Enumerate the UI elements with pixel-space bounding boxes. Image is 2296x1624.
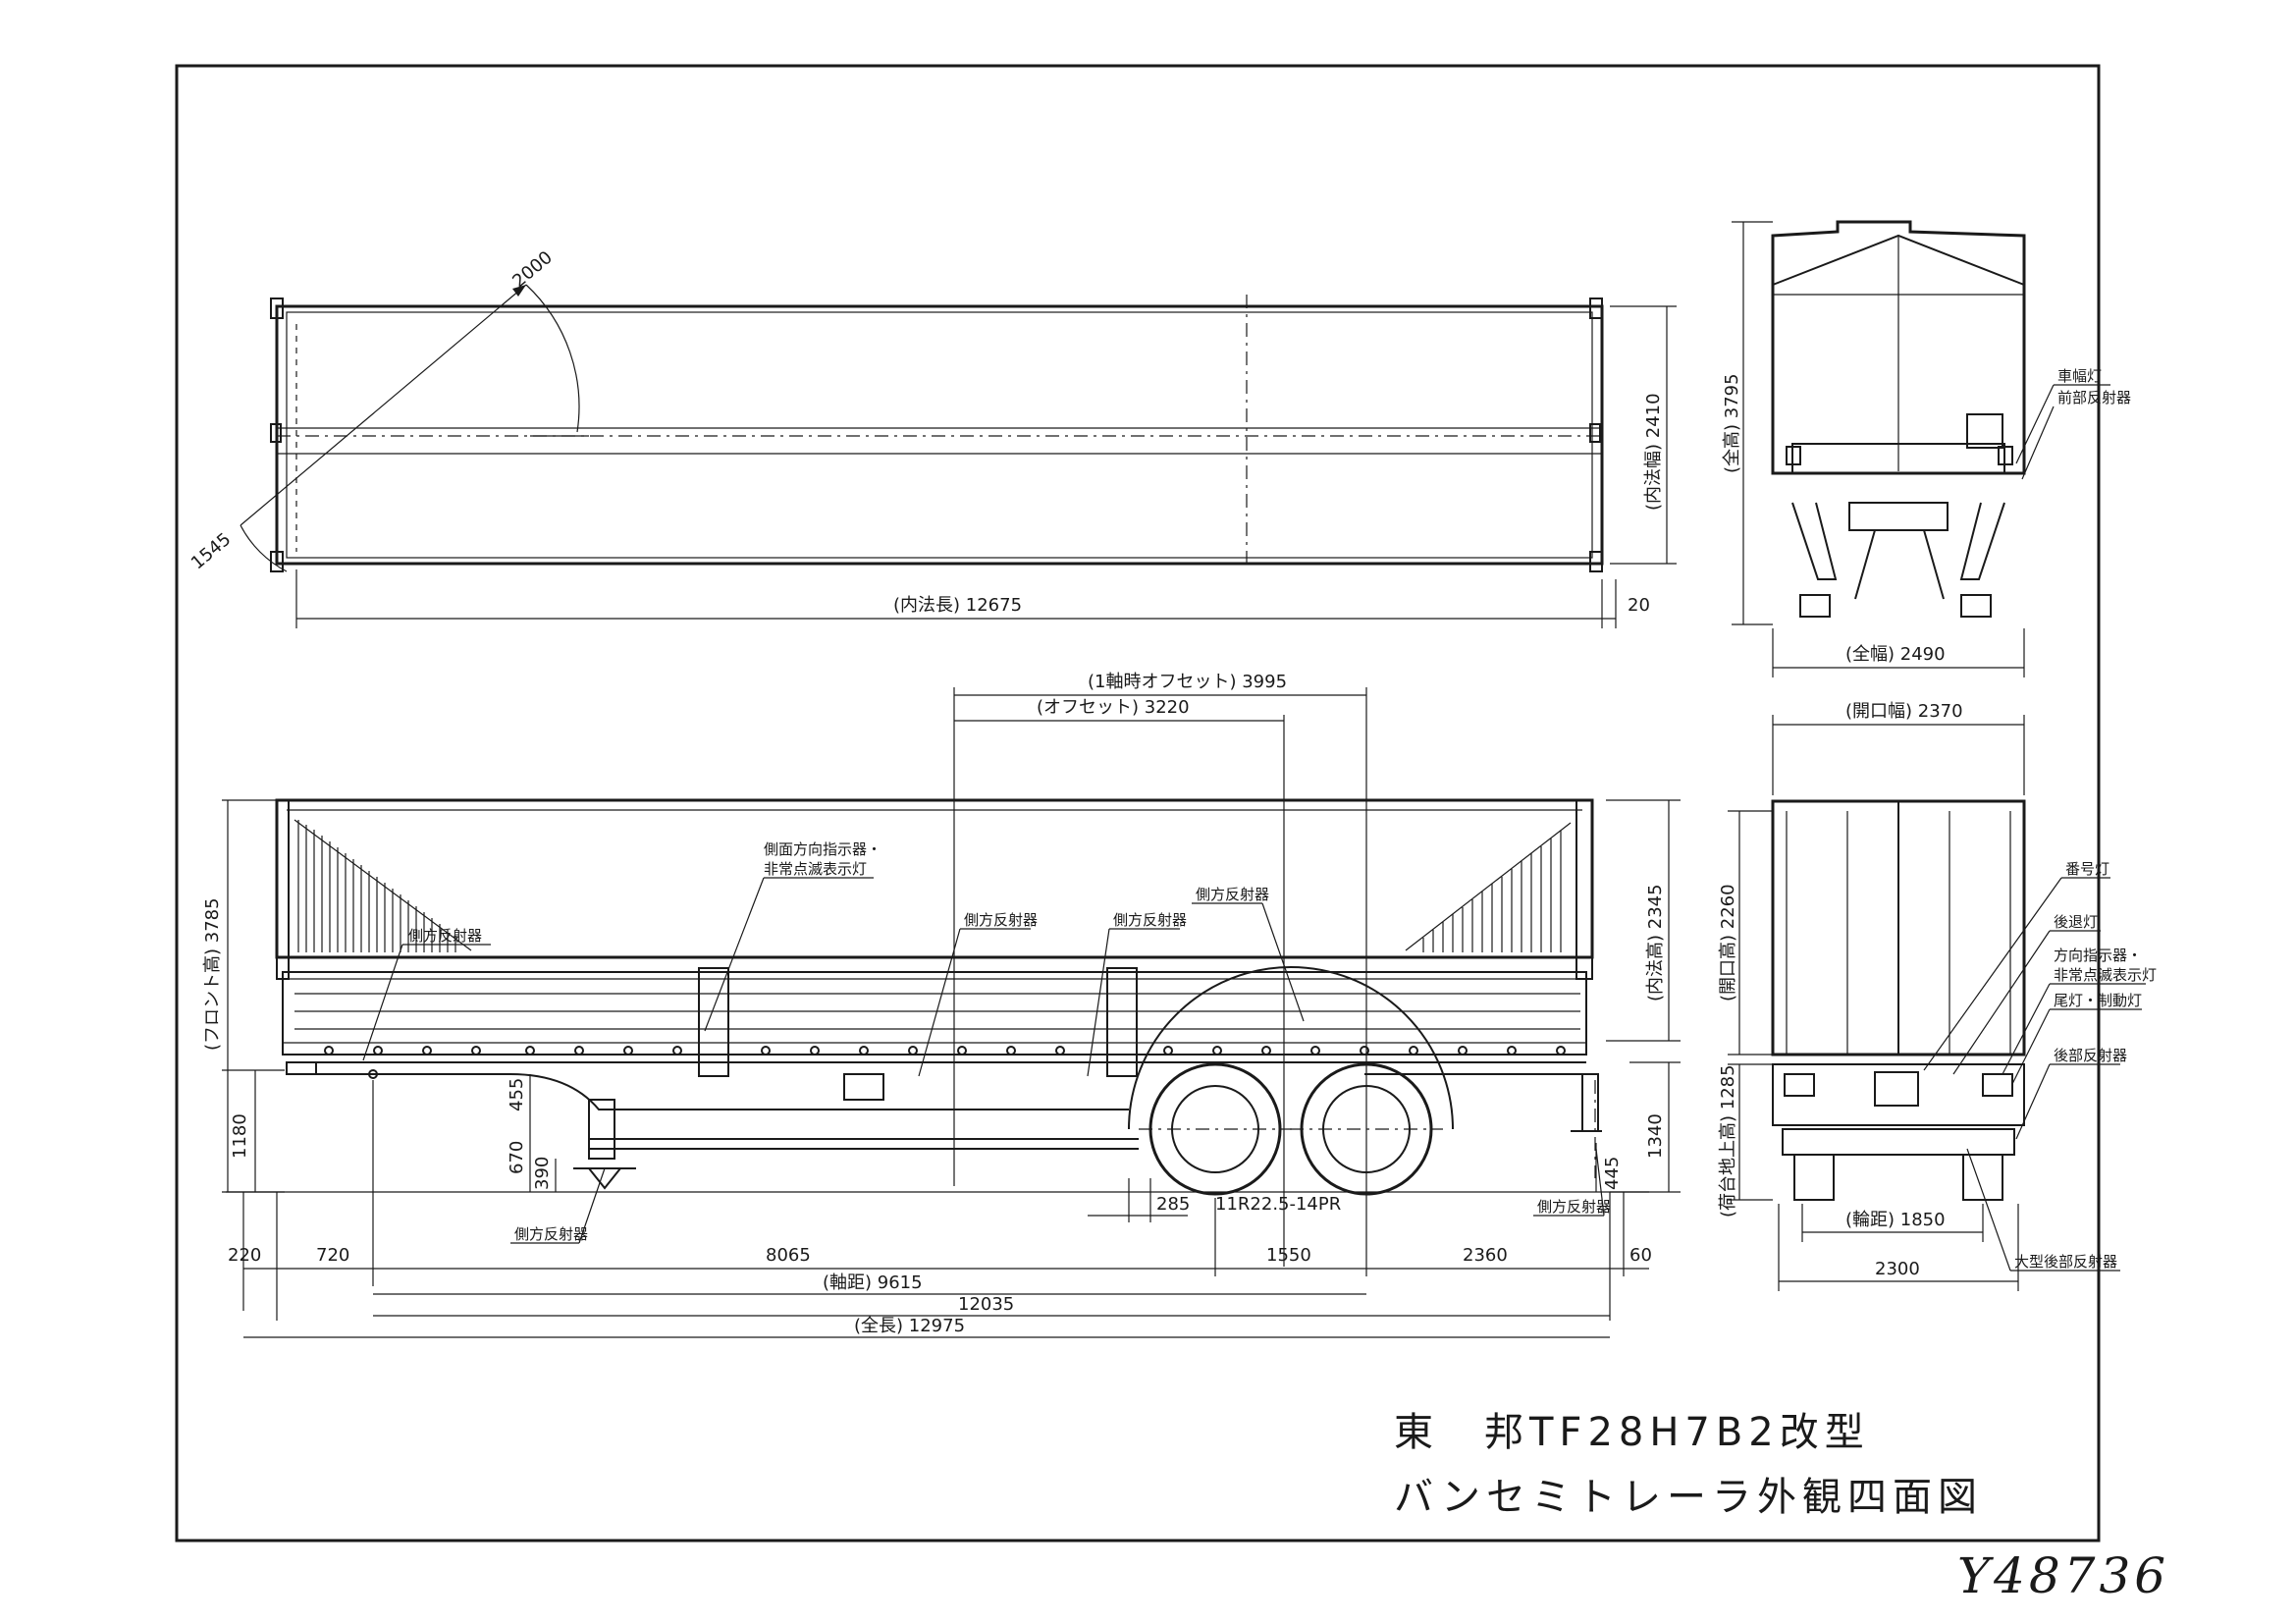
turn-lamp-label-2: 非常点滅表示灯 [2054,966,2157,984]
tail-lamp-label: 尾灯・制動灯 [2054,992,2142,1009]
seg-60-label: 60 [1629,1245,1652,1266]
offset-1axle-label: (1軸時オフセット) 3995 [1088,672,1287,692]
dim-455-label: 455 [507,1078,527,1111]
opening-width-label: (開口幅) 2370 [1845,701,1963,722]
track-label: (輪距) 1850 [1845,1210,1946,1230]
corner-label: 1545 [187,529,236,574]
callout-side-turn-1: 側面方向指示器・ [764,840,881,858]
width-2300-label: 2300 [1875,1259,1920,1279]
rear-hatching [1405,822,1572,952]
dim-285-label: 285 [1156,1194,1190,1215]
top-view: 2000 1545 (内法幅) 2410 (内法長) 12675 20 [187,247,1677,628]
side-view: (1軸時オフセット) 3995 (オフセット) 3220 (フロント高) 378… [202,672,1681,1338]
gate-bolts [324,1046,1566,1056]
front-view: (全高) 3795 (全幅) 2490 車幅灯 前部反射器 [1722,220,2131,677]
seg-8065-label: 8065 [766,1245,811,1266]
dim-445-label: 445 [1602,1157,1623,1190]
overall-width-label: (全幅) 2490 [1845,644,1946,665]
rear-reflector-label: 後部反射器 [2054,1047,2127,1064]
title-line-2: バンセミトレーラ外観四面図 [1394,1475,1983,1520]
seg-720-label: 720 [316,1245,349,1266]
rear-gap-label: 20 [1628,595,1650,616]
turn-lamp-label-1: 方向指示器・ [2054,947,2142,964]
wheelbase-label: (軸距) 9615 [823,1272,923,1293]
callout-side-turn-2: 非常点滅表示灯 [764,860,867,878]
opening-height-label: (開口高) 2260 [1718,884,1738,1001]
large-rear-reflector-label: 大型後部反射器 [2014,1253,2117,1271]
seg-220-label: 220 [228,1245,261,1266]
inner-height-label: (内法高) 2345 [1645,884,1666,1001]
handwritten-number: Y48736 [1957,1547,2169,1604]
callout-reflector-4: 側方反射器 [1196,886,1269,903]
tire-label: 11R22.5-14PR [1215,1194,1341,1215]
callout-reflector-5: 側方反射器 [514,1225,588,1243]
rear-view: (開口幅) 2370 (開口高) 2260 (荷台地上高) 1285 (輪距) … [1718,701,2157,1291]
backup-lamp-label: 後退灯 [2054,913,2098,931]
height-1340-label: 1340 [1645,1113,1666,1159]
offset-label: (オフセット) 3220 [1037,697,1190,718]
floor-height-label: (荷台地上高) 1285 [1718,1064,1738,1218]
front-height-label: (フロント高) 3785 [202,897,223,1051]
callout-reflector-2: 側方反射器 [964,911,1038,929]
seg-2360-label: 2360 [1463,1245,1508,1266]
front-hatching [294,819,472,952]
callout-reflector-1: 側方反射器 [408,927,482,945]
callout-reflector-6: 側方反射器 [1537,1198,1611,1216]
title-line-1: 東 邦TF28H7B2改型 [1394,1410,1870,1455]
drawing-frame [175,64,2101,1543]
dim-12035-label: 12035 [958,1294,1014,1315]
inner-length-label: (内法長) 12675 [893,595,1022,616]
marker-lamp-label: 車幅灯 [2057,367,2102,385]
overall-height-label: (全高) 3795 [1722,373,1742,473]
dim-670-label: 670 [507,1141,527,1174]
rear-wheels [1128,966,1454,1196]
height-1180-label: 1180 [230,1113,250,1159]
license-lamp-label: 番号灯 [2065,860,2109,878]
callout-reflector-3: 側方反射器 [1113,911,1187,929]
dim-390-label: 390 [532,1157,553,1190]
radius-label: 2000 [508,247,557,293]
front-reflector-label: 前部反射器 [2057,389,2131,406]
overall-length-label: (全長) 12975 [854,1316,965,1336]
inner-width-label: (内法幅) 2410 [1643,393,1664,511]
seg-1550-label: 1550 [1266,1245,1311,1266]
